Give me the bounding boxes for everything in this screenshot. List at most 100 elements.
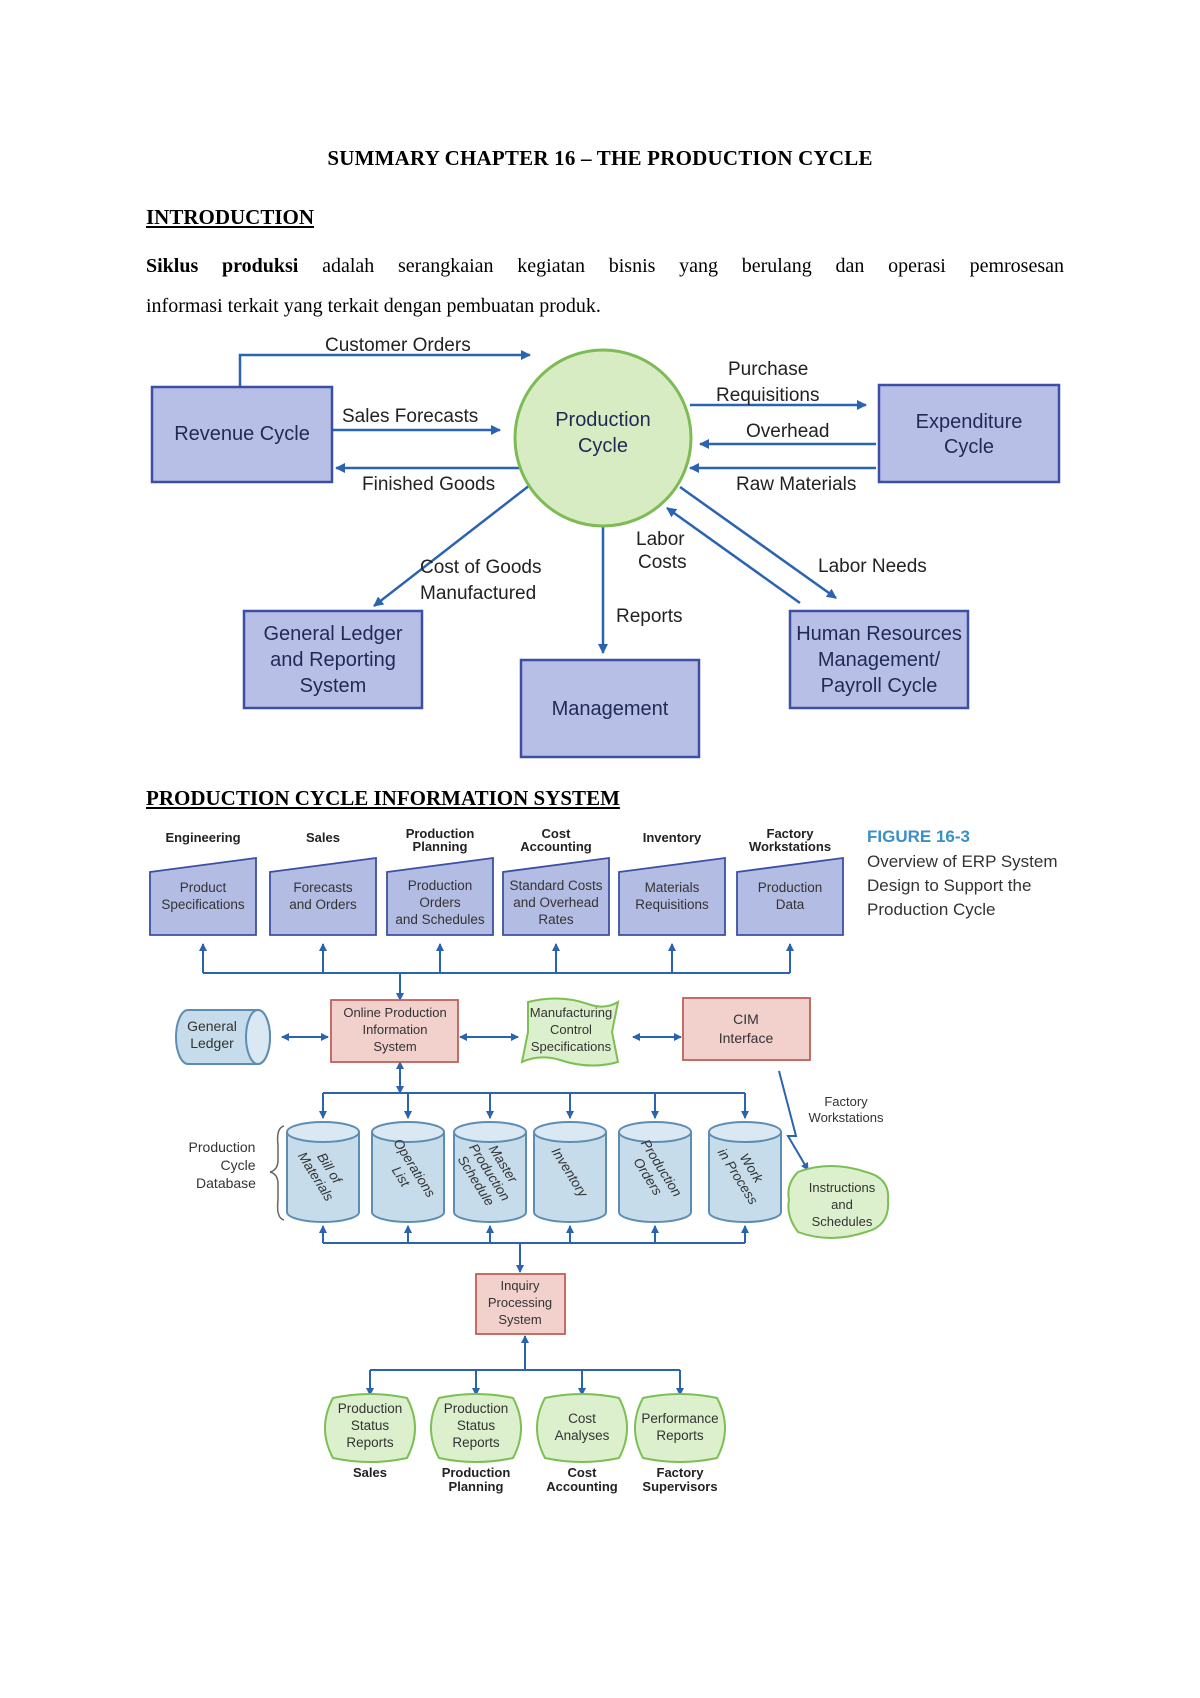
management-box — [519, 658, 701, 759]
inquiry-text-1: Inquiry — [500, 1278, 540, 1293]
input-dept-label: Planning — [413, 839, 468, 854]
general-ledger-label-2: and Reporting — [270, 649, 396, 671]
output-doc-label: Status — [351, 1418, 390, 1433]
input-dept-label: Accounting — [520, 839, 592, 854]
input-doc-shape — [502, 856, 610, 936]
output-doc-label: Reports — [346, 1435, 394, 1450]
db-label-1: Production — [189, 1139, 256, 1155]
flow-raw-materials: Raw Materials — [736, 474, 856, 495]
intro-line-1: Siklus produksi adalah serangkaian kegia… — [146, 246, 1064, 286]
figure-number: FIGURE 16-3 — [867, 827, 970, 846]
flow-purchase-2: Requisitions — [716, 385, 820, 406]
input-doc-label: Data — [776, 897, 805, 912]
input-doc-label: Standard Costs — [509, 878, 602, 893]
general-ledger-label-1: General Ledger — [264, 623, 403, 645]
intro-heading: INTRODUCTION — [146, 205, 315, 229]
input-doc-shape — [386, 856, 494, 936]
input-doc-label: Rates — [538, 912, 574, 927]
intro-paragraph: Siklus produksi adalah serangkaian kegia… — [146, 246, 1064, 326]
input-dept-label: Cost — [542, 826, 572, 841]
output-doc-label: Reports — [656, 1428, 704, 1443]
arrow-cost-of-goods-manufactured — [373, 484, 531, 607]
hr-label-3: Payroll Cycle — [821, 675, 938, 697]
management-label: Management — [552, 698, 669, 720]
inquiry-text-3: System — [498, 1312, 541, 1327]
hr-label-2: Management/ — [818, 649, 941, 671]
general-ledger-label-3: System — [300, 675, 367, 697]
output-doc-shape — [536, 1393, 628, 1463]
input-dept-label: Workstations — [749, 839, 831, 854]
general-ledger-text-1: General — [187, 1018, 237, 1034]
output-doc-label: Status — [457, 1418, 496, 1433]
input-doc-label: Materials — [645, 880, 700, 895]
flow-cogm-1: Cost of Goods — [420, 557, 541, 578]
input-doc-label: Product — [180, 880, 227, 895]
general-ledger-cylinder: General Ledger — [175, 1009, 271, 1065]
input-doc-shape — [269, 856, 377, 936]
mfg-control-text-1: Manufacturing — [530, 1005, 612, 1020]
input-dept-label: Sales — [306, 830, 340, 845]
instructions-text-3: Schedules — [812, 1214, 873, 1229]
input-doc-shape — [618, 856, 726, 936]
figure-caption-3: Production Cycle — [867, 900, 996, 919]
intro-line-1-rest: adalah serangkaian kegiatan bisnis yang … — [298, 255, 1064, 277]
expenditure-cycle-label-1: Expenditure — [916, 411, 1023, 433]
cim-interface-box — [682, 997, 811, 1061]
output-dept-label: Cost — [568, 1465, 598, 1480]
flow-purchase-1: Purchase — [728, 359, 808, 380]
output-reports: ProductionStatusReportsSalesProductionSt… — [324, 1393, 726, 1494]
db-label-3: Database — [196, 1175, 256, 1191]
input-dept-label: Production — [406, 826, 475, 841]
document-title: SUMMARY CHAPTER 16 – THE PRODUCTION CYCL… — [327, 146, 873, 170]
factory-workstations-text-2: Workstations — [809, 1110, 884, 1125]
input-doc-label: Orders — [419, 895, 461, 910]
production-cycle-context-diagram: Revenue Cycle Expenditure Cycle General … — [150, 335, 1061, 759]
output-dept-label: Production — [442, 1465, 511, 1480]
input-doc-label: and Overhead — [513, 895, 599, 910]
input-doc-label: and Orders — [289, 897, 357, 912]
output-doc-label: Production — [338, 1401, 403, 1416]
revenue-cycle-label: Revenue Cycle — [174, 423, 310, 445]
intro-term: Siklus produksi — [146, 255, 299, 277]
db-label-2: Cycle — [220, 1157, 255, 1173]
input-dept-label: Inventory — [643, 830, 702, 845]
production-cycle-label-1: Production — [555, 409, 651, 431]
flow-sales-forecasts: Sales Forecasts — [342, 406, 478, 427]
mfg-control-text-2: Control — [550, 1022, 592, 1037]
flow-reports: Reports — [616, 606, 683, 627]
intro-line-2: informasi terkait yang terkait dengan pe… — [146, 295, 601, 317]
production-cycle-label-2: Cycle — [578, 435, 628, 457]
flow-customer-orders: Customer Orders — [325, 335, 471, 356]
db-cylinder-3: Inventory — [533, 1121, 607, 1223]
context-arrows — [238, 350, 876, 654]
arrow-customer-orders — [238, 350, 531, 387]
arrow-labor-needs — [679, 485, 837, 600]
flow-labor-needs: Labor Needs — [818, 556, 927, 577]
online-system-text-1: Online Production — [343, 1005, 446, 1020]
input-doc-label: Production — [408, 878, 473, 893]
cim-text-2: Interface — [719, 1030, 774, 1046]
general-ledger-text-2: Ledger — [190, 1035, 234, 1051]
flow-overhead: Overhead — [746, 421, 829, 442]
flow-cogm-2: Manufactured — [420, 583, 536, 604]
output-doc-label: Analyses — [555, 1428, 610, 1443]
input-doc-label: Production — [758, 880, 823, 895]
output-dept-label: Supervisors — [642, 1479, 717, 1494]
fig-connectors — [199, 943, 809, 1396]
output-doc-label: Cost — [568, 1411, 596, 1426]
input-doc-shape — [736, 856, 844, 936]
expenditure-cycle-label-2: Cycle — [944, 436, 994, 458]
flow-labor-costs-1: Labor — [636, 529, 685, 550]
instructions-text-1: Instructions — [809, 1180, 876, 1195]
